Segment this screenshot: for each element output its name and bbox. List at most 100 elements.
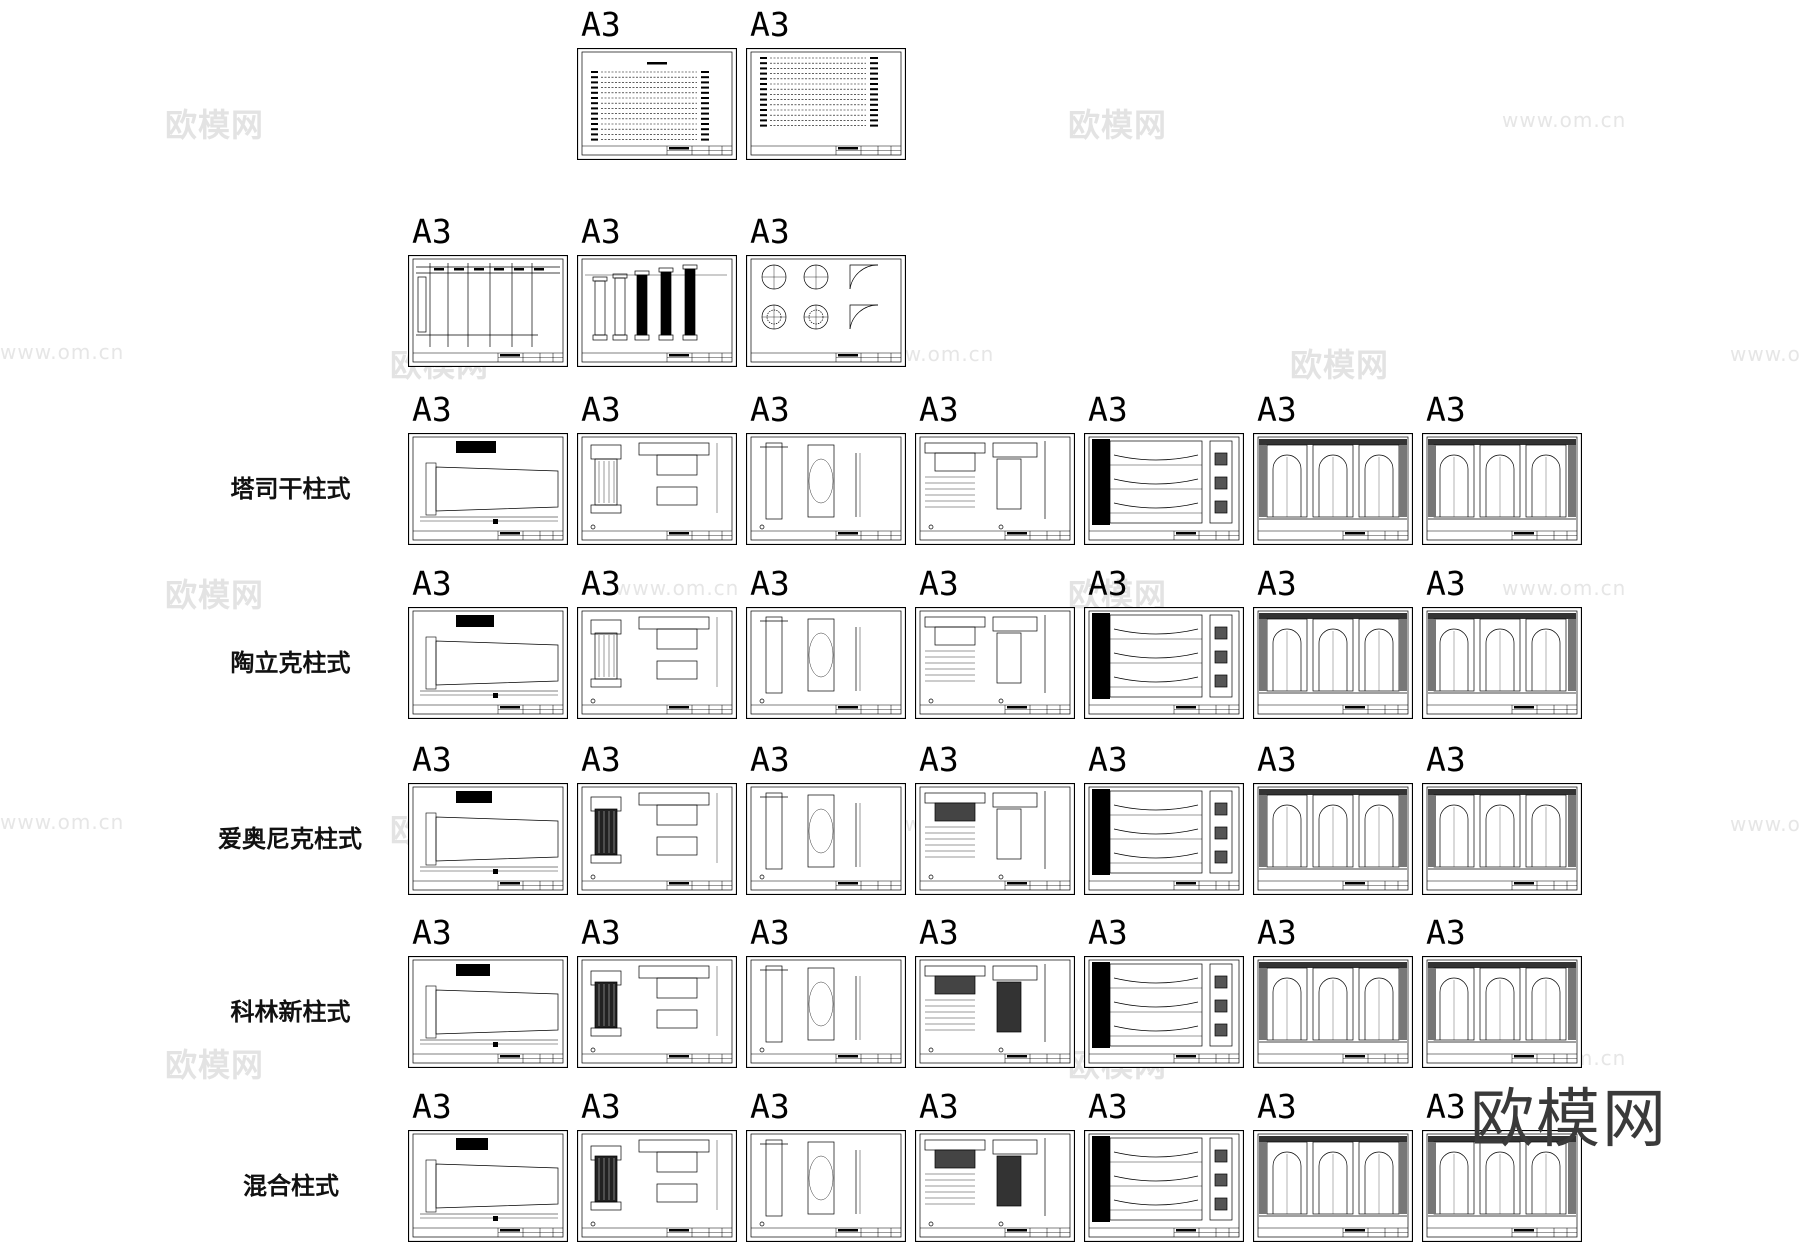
sheet-thumbnail <box>577 48 737 160</box>
sheet-size-label: A3 <box>919 390 959 429</box>
drawing-sheet-wall-elev[interactable] <box>1084 433 1244 545</box>
drawing-sheet-capital-detail[interactable] <box>577 607 737 719</box>
sheet-thumbnail <box>746 48 906 160</box>
drawing-sheet-column-elev[interactable] <box>746 956 906 1068</box>
sheet-thumbnail <box>915 607 1075 719</box>
drawing-sheet-capital-detail[interactable] <box>577 1130 737 1242</box>
sheet-thumbnail <box>577 956 737 1068</box>
sheet-size-label: A3 <box>919 740 959 779</box>
sheet-size-label: A3 <box>750 5 790 44</box>
sheet-thumbnail <box>1422 1130 1582 1242</box>
sheet-size-label: A3 <box>1426 564 1466 603</box>
drawing-sheet-section-detail[interactable] <box>915 956 1075 1068</box>
drawing-sheet-title[interactable] <box>408 433 568 545</box>
drawing-sheet-section-detail[interactable] <box>915 1130 1075 1242</box>
watermark-brand: 欧模网 <box>165 106 265 144</box>
drawing-sheet-title[interactable] <box>408 783 568 895</box>
drawing-sheet-wall-elev[interactable] <box>1084 1130 1244 1242</box>
sheet-thumbnail <box>577 433 737 545</box>
watermark-url: www.om.cn <box>1502 576 1627 600</box>
drawing-sheet-arcade[interactable] <box>1253 607 1413 719</box>
sheet-size-label: A3 <box>750 390 790 429</box>
column-order-label: 爱奥尼克柱式 <box>218 825 362 853</box>
drawing-sheet-section-detail[interactable] <box>915 607 1075 719</box>
sheet-thumbnail <box>1084 783 1244 895</box>
drawing-sheet-arcade[interactable] <box>1253 956 1413 1068</box>
drawing-sheet-capital-detail[interactable] <box>577 433 737 545</box>
sheet-size-label: A3 <box>581 5 621 44</box>
sheet-size-label: A3 <box>1088 740 1128 779</box>
drawing-sheet-arcade[interactable] <box>1253 1130 1413 1242</box>
sheet-size-label: A3 <box>919 1087 959 1126</box>
sheet-thumbnail <box>1253 1130 1413 1242</box>
sheet-size-label: A3 <box>412 564 452 603</box>
sheet-thumbnail <box>746 956 906 1068</box>
sheet-size-label: A3 <box>1088 913 1128 952</box>
drawing-sheet-wall-elev[interactable] <box>1084 956 1244 1068</box>
sheet-size-label: A3 <box>581 740 621 779</box>
drawing-sheet-section-detail[interactable] <box>915 433 1075 545</box>
drawing-sheet-arcade[interactable] <box>1253 783 1413 895</box>
sheet-thumbnail <box>1253 607 1413 719</box>
column-order-label: 混合柱式 <box>243 1172 339 1200</box>
drawing-sheet-wall-elev[interactable] <box>1084 783 1244 895</box>
sheet-size-label: A3 <box>412 1087 452 1126</box>
drawing-sheet-column-elevations[interactable] <box>577 255 737 367</box>
sheet-size-label: A3 <box>1257 390 1297 429</box>
drawing-sheet-arcade-2[interactable] <box>1422 1130 1582 1242</box>
sheet-size-label: A3 <box>1257 564 1297 603</box>
watermark-brand: 欧模网 <box>165 1046 265 1084</box>
drawing-sheet-column-elev[interactable] <box>746 1130 906 1242</box>
drawing-sheet-arcade-2[interactable] <box>1422 783 1582 895</box>
sheet-thumbnail <box>746 1130 906 1242</box>
sheet-size-label: A3 <box>750 913 790 952</box>
drawing-sheet-capital-detail[interactable] <box>577 956 737 1068</box>
drawing-sheet-title[interactable] <box>408 1130 568 1242</box>
sheet-size-label: A3 <box>750 212 790 251</box>
sheet-thumbnail <box>1422 607 1582 719</box>
sheet-size-label: A3 <box>581 1087 621 1126</box>
sheet-size-label: A3 <box>581 564 621 603</box>
drawing-sheet-cover-index-2[interactable] <box>746 48 906 160</box>
drawing-sheet-arcade-2[interactable] <box>1422 956 1582 1068</box>
sheet-size-label: A3 <box>1257 740 1297 779</box>
drawing-sheet-capital-detail[interactable] <box>577 783 737 895</box>
sheet-size-label: A3 <box>1426 1087 1466 1126</box>
sheet-size-label: A3 <box>750 740 790 779</box>
sheet-size-label: A3 <box>412 913 452 952</box>
sheet-thumbnail <box>1084 1130 1244 1242</box>
sheet-thumbnail <box>915 1130 1075 1242</box>
sheet-thumbnail <box>746 255 906 367</box>
sheet-thumbnail <box>577 607 737 719</box>
drawing-sheet-cover-index[interactable] <box>577 48 737 160</box>
drawing-sheet-arcade-2[interactable] <box>1422 433 1582 545</box>
sheet-thumbnail <box>915 433 1075 545</box>
sheet-thumbnail <box>1084 607 1244 719</box>
sheet-thumbnail <box>746 607 906 719</box>
drawing-sheet-title[interactable] <box>408 956 568 1068</box>
sheet-size-label: A3 <box>412 740 452 779</box>
sheet-thumbnail <box>408 255 568 367</box>
drawing-sheet-column-elev[interactable] <box>746 783 906 895</box>
drawing-sheet-arcade-2[interactable] <box>1422 607 1582 719</box>
drawing-sheet-arcade[interactable] <box>1253 433 1413 545</box>
drawing-sheet-column-elev[interactable] <box>746 607 906 719</box>
sheet-thumbnail <box>408 1130 568 1242</box>
drawing-sheet-title[interactable] <box>408 607 568 719</box>
brand-logo: 欧模网 <box>1470 1083 1668 1157</box>
column-order-label: 塔司干柱式 <box>230 475 351 503</box>
drawing-sheet-column-elev[interactable] <box>746 433 906 545</box>
sheet-size-label: A3 <box>1426 390 1466 429</box>
sheet-size-label: A3 <box>919 913 959 952</box>
sheet-thumbnail <box>408 607 568 719</box>
sheet-size-label: A3 <box>1426 740 1466 779</box>
sheet-thumbnail <box>577 255 737 367</box>
drawing-sheet-table[interactable] <box>408 255 568 367</box>
sheet-size-label: A3 <box>412 212 452 251</box>
drawing-sheet-geometry-details[interactable] <box>746 255 906 367</box>
drawing-sheet-section-detail[interactable] <box>915 783 1075 895</box>
sheet-thumbnail <box>1422 433 1582 545</box>
column-order-label: 科林新柱式 <box>230 998 351 1026</box>
drawing-sheet-wall-elev[interactable] <box>1084 607 1244 719</box>
sheet-thumbnail <box>577 1130 737 1242</box>
